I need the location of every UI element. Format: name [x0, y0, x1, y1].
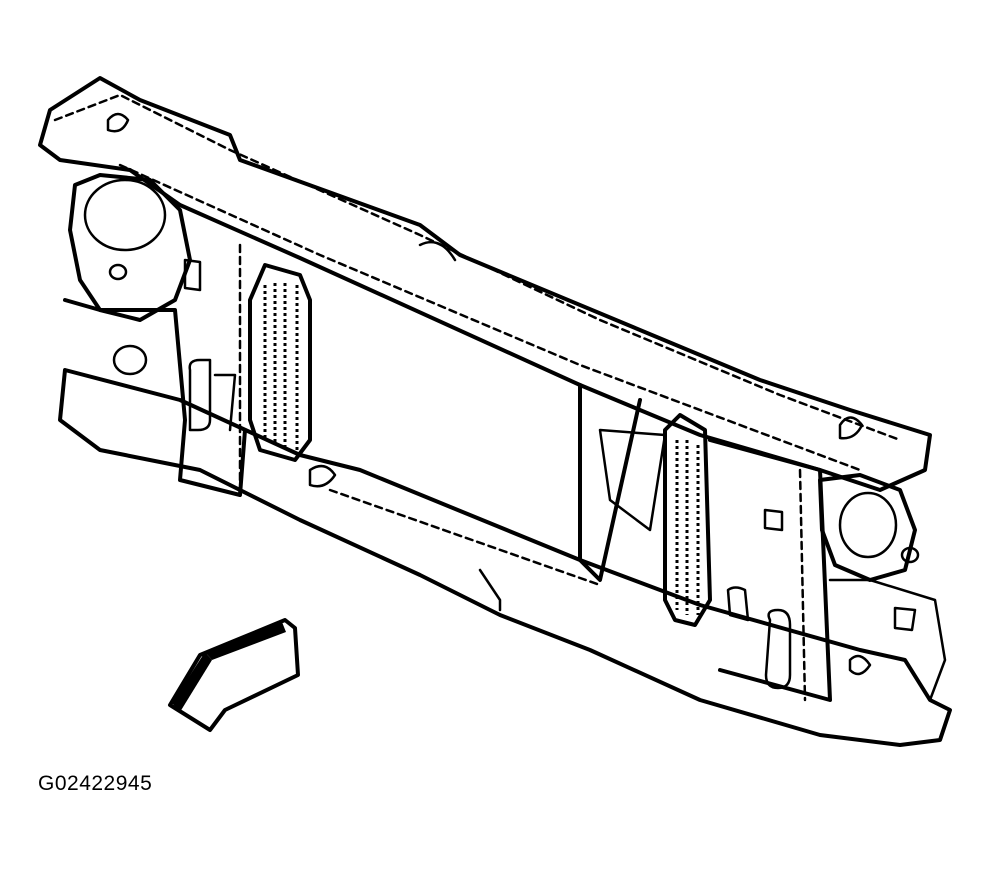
- lower-tie-bar: [58, 368, 952, 747]
- front-arrow-icon: [168, 618, 300, 732]
- upper-tie-bar: [38, 76, 932, 492]
- right-radiator-bracket: [663, 413, 712, 627]
- right-side-panel: [708, 438, 832, 702]
- left-radiator-bracket: [248, 263, 312, 462]
- center-divider: [578, 383, 667, 582]
- right-headlamp-mount: [818, 416, 947, 702]
- left-headlamp-mount: [68, 112, 192, 376]
- figure-id-label: G02422945: [38, 772, 153, 795]
- left-side-panel: [63, 243, 247, 497]
